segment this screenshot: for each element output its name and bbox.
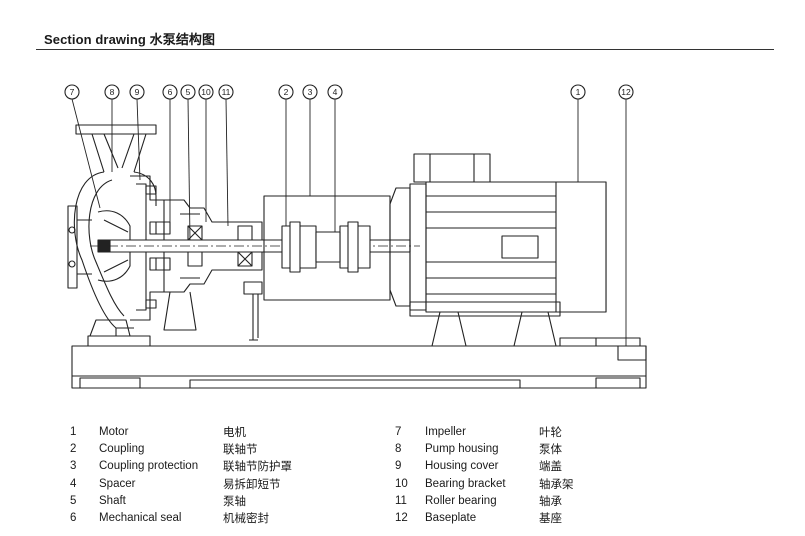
callout-7: 7 [64, 84, 80, 100]
legend-right: 7 Impeller 叶轮 8 Pump housing 泵体 9 Housin… [395, 424, 574, 527]
legend-number: 8 [395, 443, 402, 456]
motor [389, 153, 607, 347]
callout-label: 2 [284, 87, 289, 97]
legend-row: 6 Mechanical seal 机械密封 [70, 510, 292, 527]
legend-number: 1 [70, 426, 77, 438]
legend-label-en: Shaft [99, 494, 126, 507]
page-title: Section drawing 水泵结构图 [44, 32, 216, 47]
legend-label-zh: 轴承架 [539, 476, 574, 491]
legend-label-zh: 基座 [539, 511, 562, 526]
legend-label-zh: 泵体 [539, 442, 562, 457]
legend-row: 7 Impeller 叶轮 [395, 424, 574, 441]
callout-2: 2 [278, 84, 294, 100]
legend-label-en: Mechanical seal [99, 512, 182, 525]
callout-label: 10 [201, 87, 211, 97]
legend-number: 5 [70, 494, 77, 507]
callout-6: 6 [162, 84, 178, 100]
legend-number: 12 [395, 512, 408, 525]
legend-label-en: Pump housing [425, 443, 499, 456]
legend-number: 3 [70, 460, 77, 473]
legend-label-en: Roller bearing [425, 494, 497, 507]
legend-row: 10 Bearing bracket 轴承架 [395, 476, 574, 493]
callout-9: 9 [129, 84, 145, 100]
legend-row: 3 Coupling protection 联轴节防护罩 [70, 458, 292, 475]
callout-label: 7 [70, 87, 75, 97]
callout-label: 9 [135, 87, 140, 97]
legend-label-en: Coupling protection [99, 460, 199, 473]
legend-number: 11 [395, 494, 407, 507]
legend-number: 10 [395, 477, 408, 490]
callout-label: 12 [621, 87, 631, 97]
legend-row: 1 Motor 电机 [70, 424, 292, 441]
coupling [281, 221, 371, 273]
legend-number: 2 [70, 443, 77, 456]
legend-number: 6 [70, 512, 77, 525]
callout-label: 3 [308, 87, 313, 97]
callout-label: 1 [576, 87, 581, 97]
legend-number: 7 [395, 426, 402, 438]
callout-8: 8 [104, 84, 120, 100]
legend-label-zh: 叶轮 [539, 425, 562, 439]
legend-label-en: Housing cover [425, 460, 499, 473]
legend-label-zh: 轴承 [539, 493, 562, 508]
bearing-bracket [163, 199, 263, 341]
legend-label-zh: 联轴节 [223, 442, 258, 457]
title-divider [36, 49, 774, 50]
callout-label: 8 [110, 87, 115, 97]
callout-label: 11 [222, 87, 231, 97]
baseplate [71, 335, 647, 389]
section-drawing: 7 8 9 6 5 10 11 2 3 4 1 12 [64, 84, 647, 389]
spacer [315, 231, 341, 263]
legend-row: 8 Pump housing 泵体 [395, 441, 574, 458]
callout-label: 4 [333, 87, 338, 97]
legend-row: 11 Roller bearing 轴承 [395, 493, 574, 510]
legend-label-zh: 机械密封 [223, 511, 269, 526]
legend-row: 4 Spacer 易拆卸短节 [70, 476, 292, 493]
callout-10: 10 [198, 84, 214, 100]
legend-label-zh: 易拆卸短节 [223, 476, 281, 491]
legend-row: 9 Housing cover 端盖 [395, 458, 574, 475]
legend-label-en: Coupling [99, 443, 145, 456]
legend-label-en: Bearing bracket [425, 477, 506, 490]
legend-label-en: Impeller [425, 426, 466, 438]
callout-4: 4 [327, 84, 343, 100]
leader-lines [71, 98, 627, 346]
legend-label-en: Spacer [99, 477, 136, 490]
legend-label-en: Baseplate [425, 512, 477, 525]
callout-label: 6 [168, 87, 173, 97]
callout-label: 5 [186, 87, 191, 97]
callout-1: 1 [570, 84, 586, 100]
legend-number: 9 [395, 460, 402, 473]
legend-label-zh: 泵轴 [223, 493, 246, 508]
legend-label-en: Motor [99, 426, 129, 438]
legend-number: 4 [70, 477, 77, 490]
callout-3: 3 [302, 84, 318, 100]
legend-left: 1 Motor 电机 2 Coupling 联轴节 3 Coupling pro… [70, 424, 292, 527]
legend-row: 5 Shaft 泵轴 [70, 493, 292, 510]
legend-row: 12 Baseplate 基座 [395, 510, 574, 527]
callout-5: 5 [180, 84, 196, 100]
callout-11: 11 [218, 84, 234, 100]
legend-row: 2 Coupling 联轴节 [70, 441, 292, 458]
legend-label-zh: 联轴节防护罩 [223, 459, 292, 474]
legend-label-zh: 端盖 [539, 459, 562, 474]
callout-12: 12 [618, 84, 634, 100]
legend-label-zh: 电机 [223, 425, 246, 439]
